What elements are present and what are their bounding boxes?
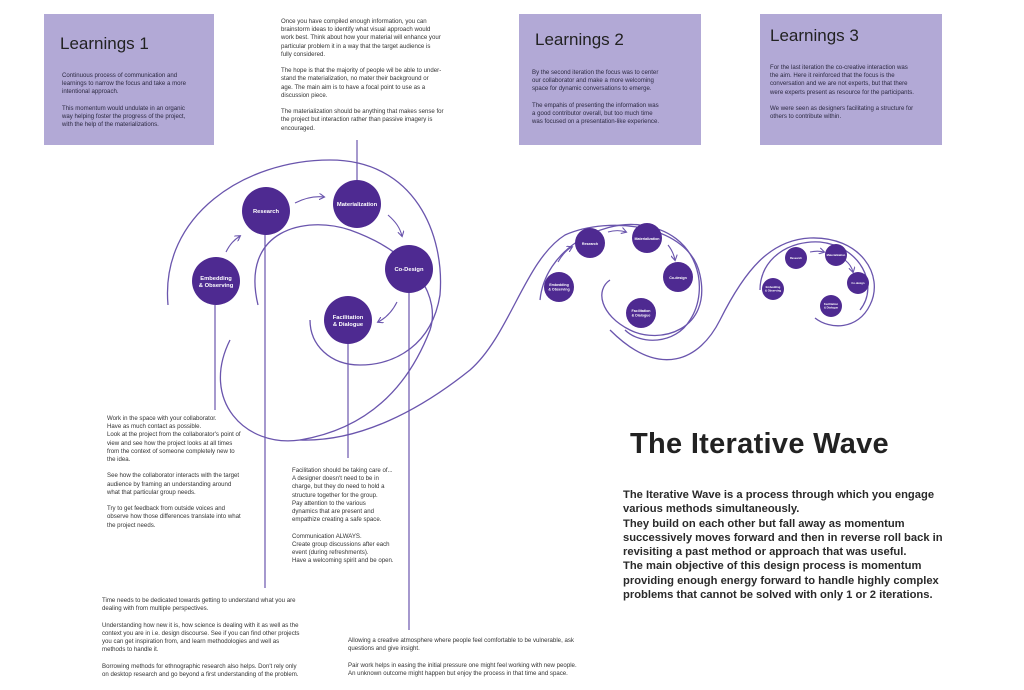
node-research: Research	[242, 187, 290, 235]
node-codesign: Co-Design	[385, 245, 433, 293]
node-embedding-3: Embedding& Observing	[762, 278, 784, 300]
note-facilitation: Facilitation should be taking care of...…	[292, 467, 394, 565]
node-codesign-3-label: Co-design	[851, 281, 864, 285]
wave-lines	[166, 159, 875, 442]
learnings-1-text: Continuous process of communication and …	[62, 72, 186, 129]
node-research-2: Research	[575, 228, 605, 258]
node-codesign-3: Co-design	[847, 272, 869, 294]
learnings-3-text: For the last iteration the co-creative i…	[770, 64, 914, 121]
node-research-3-label: Research	[790, 256, 802, 260]
node-embedding: Embedding& Observing	[192, 257, 240, 305]
note-codesign: Allowing a creative atmosphere where peo…	[348, 637, 577, 677]
node-facilitation-label: Facilitation& Dialogue	[333, 315, 364, 328]
node-facilitation-2: Facilitation& Dialogue	[626, 298, 656, 328]
node-research-3: Research	[785, 247, 807, 269]
learnings-3-box: Learnings 3 For the last iteration the c…	[760, 14, 942, 145]
learnings-1-box: Learnings 1 Continuous process of commun…	[44, 14, 214, 145]
node-codesign-label: Co-Design	[395, 267, 424, 273]
flow-arrows	[225, 197, 853, 322]
node-materialization-label: Materialization	[337, 202, 378, 208]
node-facilitation-3: Facilitation& Dialogue	[820, 295, 842, 317]
node-embedding-3-label: Embedding& Observing	[765, 285, 781, 292]
node-materialization-2-label: Materialization	[635, 237, 660, 241]
node-facilitation-2-label: Facilitation& Dialogue	[632, 309, 651, 318]
learnings-3-title: Learnings 3	[770, 26, 859, 45]
node-facilitation-3-label: Facilitation& Dialogue	[824, 302, 839, 309]
learnings-1-title: Learnings 1	[60, 34, 149, 53]
connector-lines	[214, 140, 410, 630]
note-research: Time needs to be dedicated towards getti…	[102, 597, 300, 678]
learnings-2-box: Learnings 2 By the second iteration the …	[519, 14, 701, 145]
learnings-2-title: Learnings 2	[535, 30, 624, 49]
node-codesign-2: Co-design	[663, 262, 693, 292]
page-description: The Iterative Wave is a process through …	[623, 489, 943, 602]
node-embedding-2: Embedding& Observing	[544, 272, 574, 302]
node-codesign-2-label: Co-design	[669, 276, 687, 280]
node-materialization: Materialization	[333, 180, 381, 228]
node-embedding-2-label: Embedding& Observing	[548, 283, 569, 292]
node-materialization-3-label: Materialization	[827, 253, 846, 257]
page-title: The Iterative Wave	[630, 428, 889, 460]
node-embedding-label: Embedding& Observing	[199, 276, 234, 289]
node-research-label: Research	[253, 209, 280, 215]
note-materialization: Once you have compiled enough informatio…	[281, 18, 444, 132]
node-facilitation: Facilitation& Dialogue	[324, 296, 372, 344]
node-research-2-label: Research	[582, 242, 598, 246]
node-materialization-2: Materialization	[632, 223, 662, 253]
node-materialization-3: Materialization	[825, 244, 847, 266]
note-embedding: Work in the space with your collaborator…	[107, 415, 241, 529]
learnings-2-text: By the second iteration the focus was to…	[532, 69, 660, 126]
